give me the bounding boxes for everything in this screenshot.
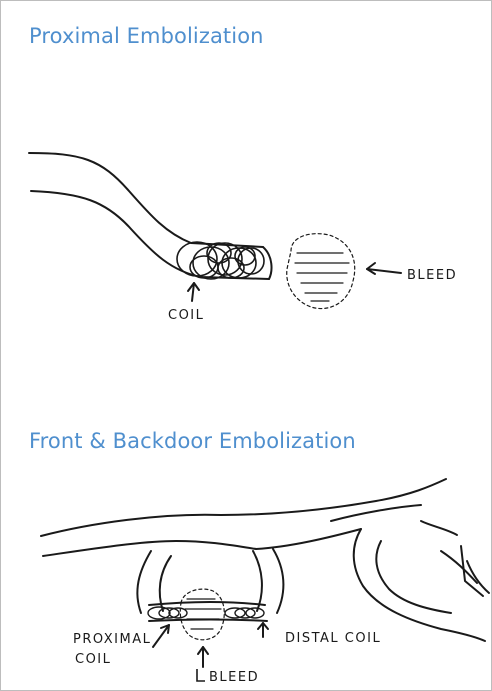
- bleed-label-2: BLEED: [209, 670, 259, 685]
- vessel-upper-wall: [29, 153, 263, 247]
- bleed-label-tick: [197, 669, 205, 681]
- distal-coil-label: DISTAL COIL: [285, 631, 381, 646]
- right-network-1: [354, 529, 485, 641]
- bleed-label: BLEED: [407, 268, 457, 283]
- vessel-lower-wall: [31, 191, 269, 279]
- left-loop-outer: [137, 551, 151, 613]
- bottom-vessel-top: [149, 602, 265, 605]
- right-network-4: [441, 551, 477, 583]
- upper-vessel-top-wall: [41, 479, 446, 536]
- coil-label: COIL: [168, 308, 204, 323]
- bleed-blob: [287, 234, 355, 309]
- proximal-coil-label-line2: COIL: [75, 652, 111, 667]
- upper-branch-right: [331, 505, 421, 521]
- proximal-diagram: [29, 153, 401, 309]
- right-loop-inner: [253, 551, 262, 611]
- right-loop-outer: [273, 549, 283, 613]
- upper-vessel-bottom-wall: [43, 529, 361, 556]
- proximal-coil-label-line1: PROXIMAL: [73, 632, 151, 647]
- bottom-vessel-bottom: [149, 620, 267, 622]
- right-network-2: [376, 541, 451, 613]
- right-network-3: [421, 521, 457, 535]
